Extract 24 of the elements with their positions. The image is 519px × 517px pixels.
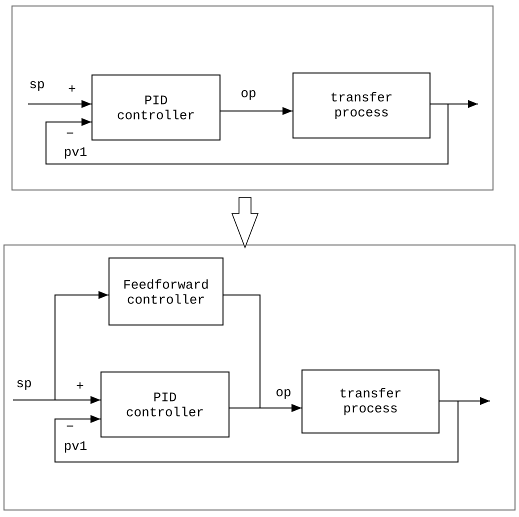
arrow: [54, 400, 458, 462]
edge-label: pv1: [64, 441, 87, 453]
sign-label: +: [76, 382, 84, 389]
panel-frame: [12, 6, 494, 190]
process-box: Feedforward controller: [108, 258, 224, 326]
edge-label: sp: [30, 81, 44, 91]
edge-label: op: [242, 90, 256, 100]
panel-frame: [4, 244, 516, 510]
sign-label: −: [66, 426, 74, 427]
process-box: transfer process: [302, 370, 440, 434]
process-box: PID controller: [92, 74, 220, 140]
sign-label: −: [66, 132, 74, 134]
edge-label: pv1: [64, 147, 87, 159]
arrow: [46, 104, 448, 164]
arrow: [28, 100, 92, 108]
arrow: [12, 291, 109, 400]
block-arrow: [231, 197, 259, 249]
arrow: [220, 107, 293, 115]
process-box: transfer process: [292, 72, 430, 138]
process-box: PID controller: [100, 372, 230, 438]
edge-label: sp: [17, 380, 31, 390]
edge-label: op: [276, 389, 290, 399]
arrow: [229, 404, 302, 412]
sign-label: +: [68, 85, 76, 92]
